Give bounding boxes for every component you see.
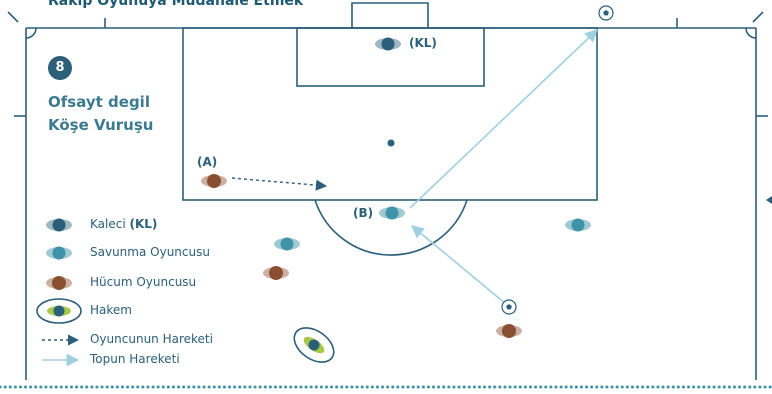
- ball-icon: [501, 299, 517, 315]
- attacker-a-icon: [201, 174, 227, 188]
- legend-ball-movement-label: Topun Hareketi: [90, 352, 180, 366]
- ball-path-arrow-1: [411, 225, 507, 305]
- defender-icon: [274, 237, 300, 251]
- corner-mark-right-top: [752, 11, 764, 23]
- goal-area: [296, 27, 485, 87]
- goal: [351, 2, 429, 28]
- defender-icon: [565, 218, 591, 232]
- goalkeeper-icon: [375, 37, 401, 51]
- heading-line-1: Ofsayt degil: [48, 93, 150, 111]
- diagram-title: Rakip Oyunuya Müdahale Etmek: [48, 0, 304, 9]
- heading-line-2: Köşe Vuruşu: [48, 116, 154, 134]
- player-a-movement-arrow: [231, 177, 328, 191]
- legend-referee-label: Hakem: [90, 303, 132, 317]
- goalkeeper-label: (KL): [409, 36, 437, 50]
- pitch-lines: [7, 2, 768, 380]
- attacker-icon: [496, 324, 522, 338]
- ball-path-arrow-2: [409, 29, 598, 209]
- ball-icon: [598, 5, 614, 21]
- penalty-spot: [387, 139, 395, 147]
- legend-defender-label: Savunma Oyuncusu: [90, 245, 210, 259]
- legend-referee-icon: [36, 298, 82, 324]
- legend-keeper-label: Kaleci (KL): [90, 217, 158, 231]
- legend-attacker-icon: [46, 276, 72, 290]
- player-b-label: (B): [353, 206, 374, 220]
- penalty-arc: [314, 199, 468, 256]
- attacker-icon: [263, 266, 289, 280]
- legend-keeper-icon: [46, 218, 72, 232]
- penalty-area: [182, 27, 598, 201]
- corner-mark-left-top: [7, 11, 19, 23]
- player-a-label: (A): [197, 155, 218, 169]
- defender-b-icon: [379, 206, 405, 220]
- off-edge-arrow-icon: [766, 196, 772, 204]
- corner-arc-left: [25, 27, 37, 39]
- legend-player-movement-label: Oyuncunun Hareketi: [90, 332, 213, 346]
- legend-defender-icon: [46, 246, 72, 260]
- scenario-number-badge: 8: [48, 56, 72, 80]
- referee-icon: [293, 327, 335, 363]
- legend-attacker-label: Hücum Oyuncusu: [90, 275, 197, 289]
- corner-arc-right: [745, 27, 757, 39]
